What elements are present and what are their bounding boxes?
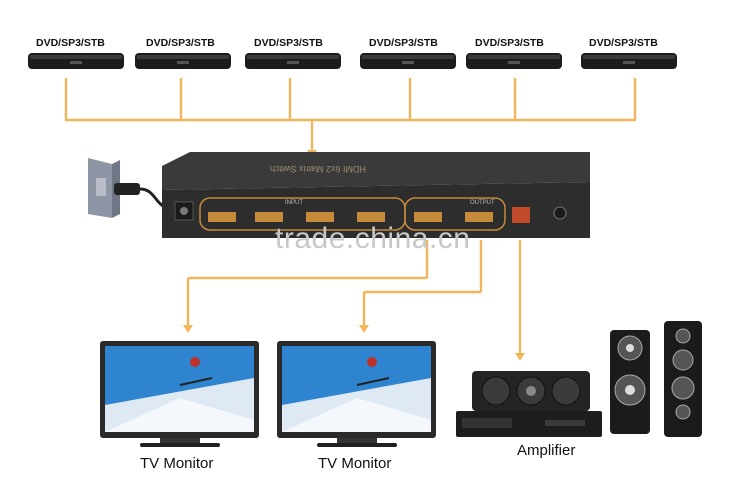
dvd-player-5 xyxy=(466,53,562,69)
source-label-1: DVD/SP3/STB xyxy=(36,37,105,49)
source-label-2: DVD/SP3/STB xyxy=(146,37,215,49)
hdmi-matrix-switch xyxy=(162,152,590,238)
matrix-output-label: OUTPUT xyxy=(470,200,495,206)
dvd-player-3 xyxy=(245,53,341,69)
matrix-input-label: INPUT xyxy=(285,200,303,206)
arrow-to-tv-1 xyxy=(183,325,193,333)
dvd-player-4 xyxy=(360,53,456,69)
tv1-caption: TV Monitor xyxy=(140,455,214,472)
dvd-player-1 xyxy=(28,53,124,69)
output-connector-lines xyxy=(186,240,522,354)
amplifier-system xyxy=(456,321,702,437)
dvd-player-2 xyxy=(135,53,231,69)
arrow-to-tv-2 xyxy=(359,325,369,333)
tv-monitor-1 xyxy=(100,341,259,447)
tv2-caption: TV Monitor xyxy=(318,455,392,472)
watermark: trade.china.cn xyxy=(275,222,471,255)
arrow-to-amplifier xyxy=(515,353,525,361)
source-label-5: DVD/SP3/STB xyxy=(475,37,544,49)
input-connector-lines xyxy=(64,78,637,152)
amplifier-caption: Amplifier xyxy=(517,442,576,459)
source-label-3: DVD/SP3/STB xyxy=(254,37,323,49)
dvd-player-6 xyxy=(581,53,677,69)
source-label-6: DVD/SP3/STB xyxy=(589,37,658,49)
tv-monitor-2 xyxy=(277,341,436,447)
source-label-4: DVD/SP3/STB xyxy=(369,37,438,49)
matrix-top-text: HDMI 6x2 Matrix Switch xyxy=(270,164,367,174)
